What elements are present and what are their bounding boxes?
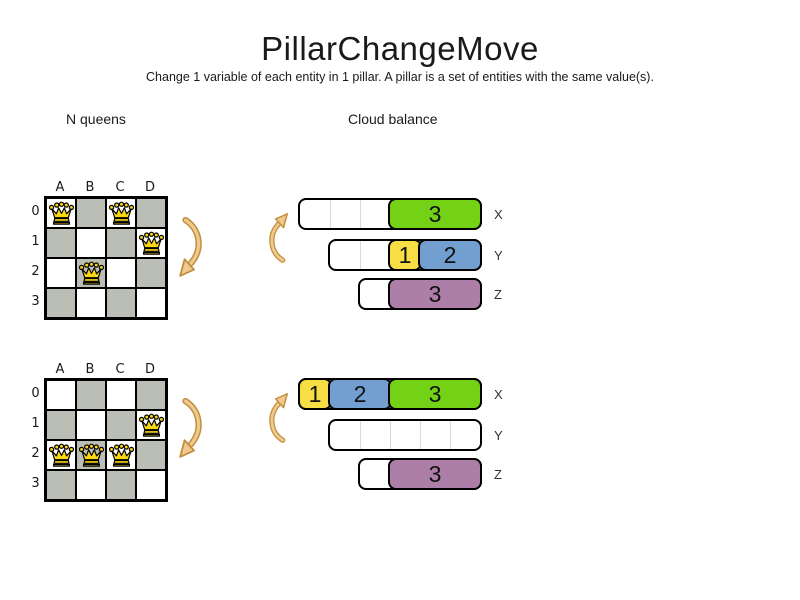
page-subtitle: Change 1 variable of each entity in 1 pi… [146,70,654,84]
computer-label: Z [494,467,502,482]
board-cell [46,258,76,288]
move-arrow-up-icon [269,213,288,263]
process-block: 1 [388,239,422,271]
board-cell [106,470,136,500]
computer-label: X [494,387,503,402]
move-arrow-up-icon [269,393,288,443]
board-cell [46,380,76,410]
board-cell [136,380,166,410]
queen-icon [138,413,164,437]
board-cell [76,380,106,410]
board-cell [136,470,166,500]
board-cell [46,410,76,440]
board-cell [136,198,166,228]
slot-divider [389,421,391,449]
row-header: 3 [31,294,40,309]
section-label-nqueens: N queens [66,111,126,127]
chessboard-after: A B C D 0 1 2 3 [28,362,198,504]
board-cell [46,470,76,500]
column-header: C [115,362,125,377]
move-arrow-down-icon [179,397,202,458]
board-cell [76,258,106,288]
slot-divider [359,200,361,228]
chessboard-grid [44,196,168,320]
queen-icon [78,443,104,467]
board-cell [76,470,106,500]
section-label-cloud: Cloud balance [348,111,438,127]
row-header: 0 [31,386,40,401]
board-cell [46,288,76,318]
queen-icon [78,261,104,285]
computer-label: Y [494,428,503,443]
board-cell [76,198,106,228]
cloud-bar-z-before: 3 [358,278,482,310]
board-cell [136,228,166,258]
board-cell [106,440,136,470]
queen-icon [48,201,74,225]
chessboard-before: A B C D 0 1 2 3 [28,180,198,322]
process-block: 3 [388,378,482,410]
page-title: PillarChangeMove [261,30,539,67]
column-header: D [144,180,155,195]
board-cell [136,288,166,318]
column-header: C [115,180,125,195]
cloud-bar-x-before: 3 [298,198,482,230]
column-header: B [85,362,95,377]
row-header: 2 [31,446,40,461]
board-cell [46,198,76,228]
process-block: 2 [328,378,392,410]
row-header: 1 [31,416,40,431]
board-cell [136,410,166,440]
cloud-bar-z-after: 3 [358,458,482,490]
process-block: 3 [388,458,482,490]
column-header: B [85,180,95,195]
board-cell [46,440,76,470]
slot-divider [449,421,451,449]
row-header: 2 [31,264,40,279]
column-header: D [144,362,155,377]
computer-label: Z [494,287,502,302]
row-header: 1 [31,234,40,249]
process-block: 2 [418,239,482,271]
computer-label: Y [494,248,503,263]
board-cell [46,228,76,258]
cloud-bar-y-after [328,419,482,451]
board-cell [106,380,136,410]
queen-icon [108,443,134,467]
board-cell [76,440,106,470]
slot-divider [329,200,331,228]
board-cell [76,410,106,440]
board-cell [106,228,136,258]
queen-icon [48,443,74,467]
board-cell [76,228,106,258]
board-cell [106,258,136,288]
slot-divider [359,241,361,269]
board-cell [136,258,166,288]
row-header: 0 [31,204,40,219]
slot-divider [359,421,361,449]
move-arrow-down-icon [179,216,202,277]
slot-divider [419,421,421,449]
column-header: A [55,180,65,195]
computer-label: X [494,207,503,222]
column-header: A [55,362,65,377]
process-block: 1 [298,378,332,410]
board-cell [106,288,136,318]
process-block: 3 [388,278,482,310]
queen-icon [108,201,134,225]
board-cell [106,198,136,228]
board-cell [136,440,166,470]
chessboard-grid [44,378,168,502]
queen-icon [138,231,164,255]
board-cell [76,288,106,318]
board-cell [106,410,136,440]
process-block: 3 [388,198,482,230]
row-header: 3 [31,476,40,491]
